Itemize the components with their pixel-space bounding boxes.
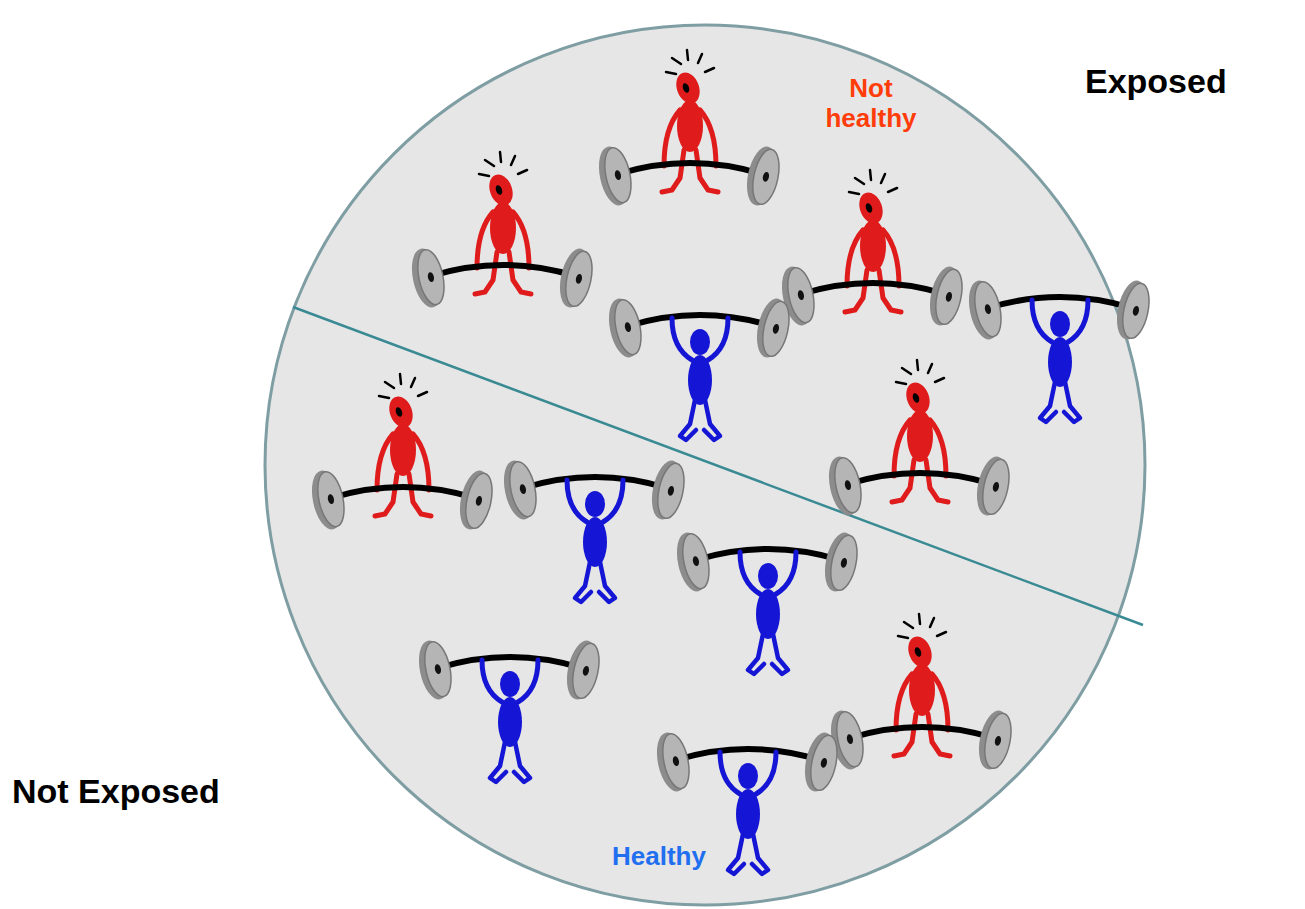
healthy-lifter	[499, 458, 688, 602]
unhealthy-lifter	[407, 152, 596, 310]
unhealthy-lifter	[824, 360, 1013, 518]
group-label: Not Exposed	[12, 772, 220, 811]
healthy-lifter	[672, 530, 861, 674]
healthy-lifter	[414, 638, 603, 782]
healthy-lifter	[604, 296, 793, 440]
group-label: Exposed	[1085, 62, 1227, 101]
unhealthy-lifter	[777, 170, 966, 328]
group-label: Not healthy	[805, 74, 937, 134]
unhealthy-lifter	[594, 50, 783, 208]
unhealthy-lifter	[307, 374, 496, 532]
group-label: Healthy	[612, 842, 706, 872]
population-circle	[265, 25, 1145, 905]
healthy-lifter	[964, 278, 1153, 422]
unhealthy-lifter	[826, 614, 1015, 772]
